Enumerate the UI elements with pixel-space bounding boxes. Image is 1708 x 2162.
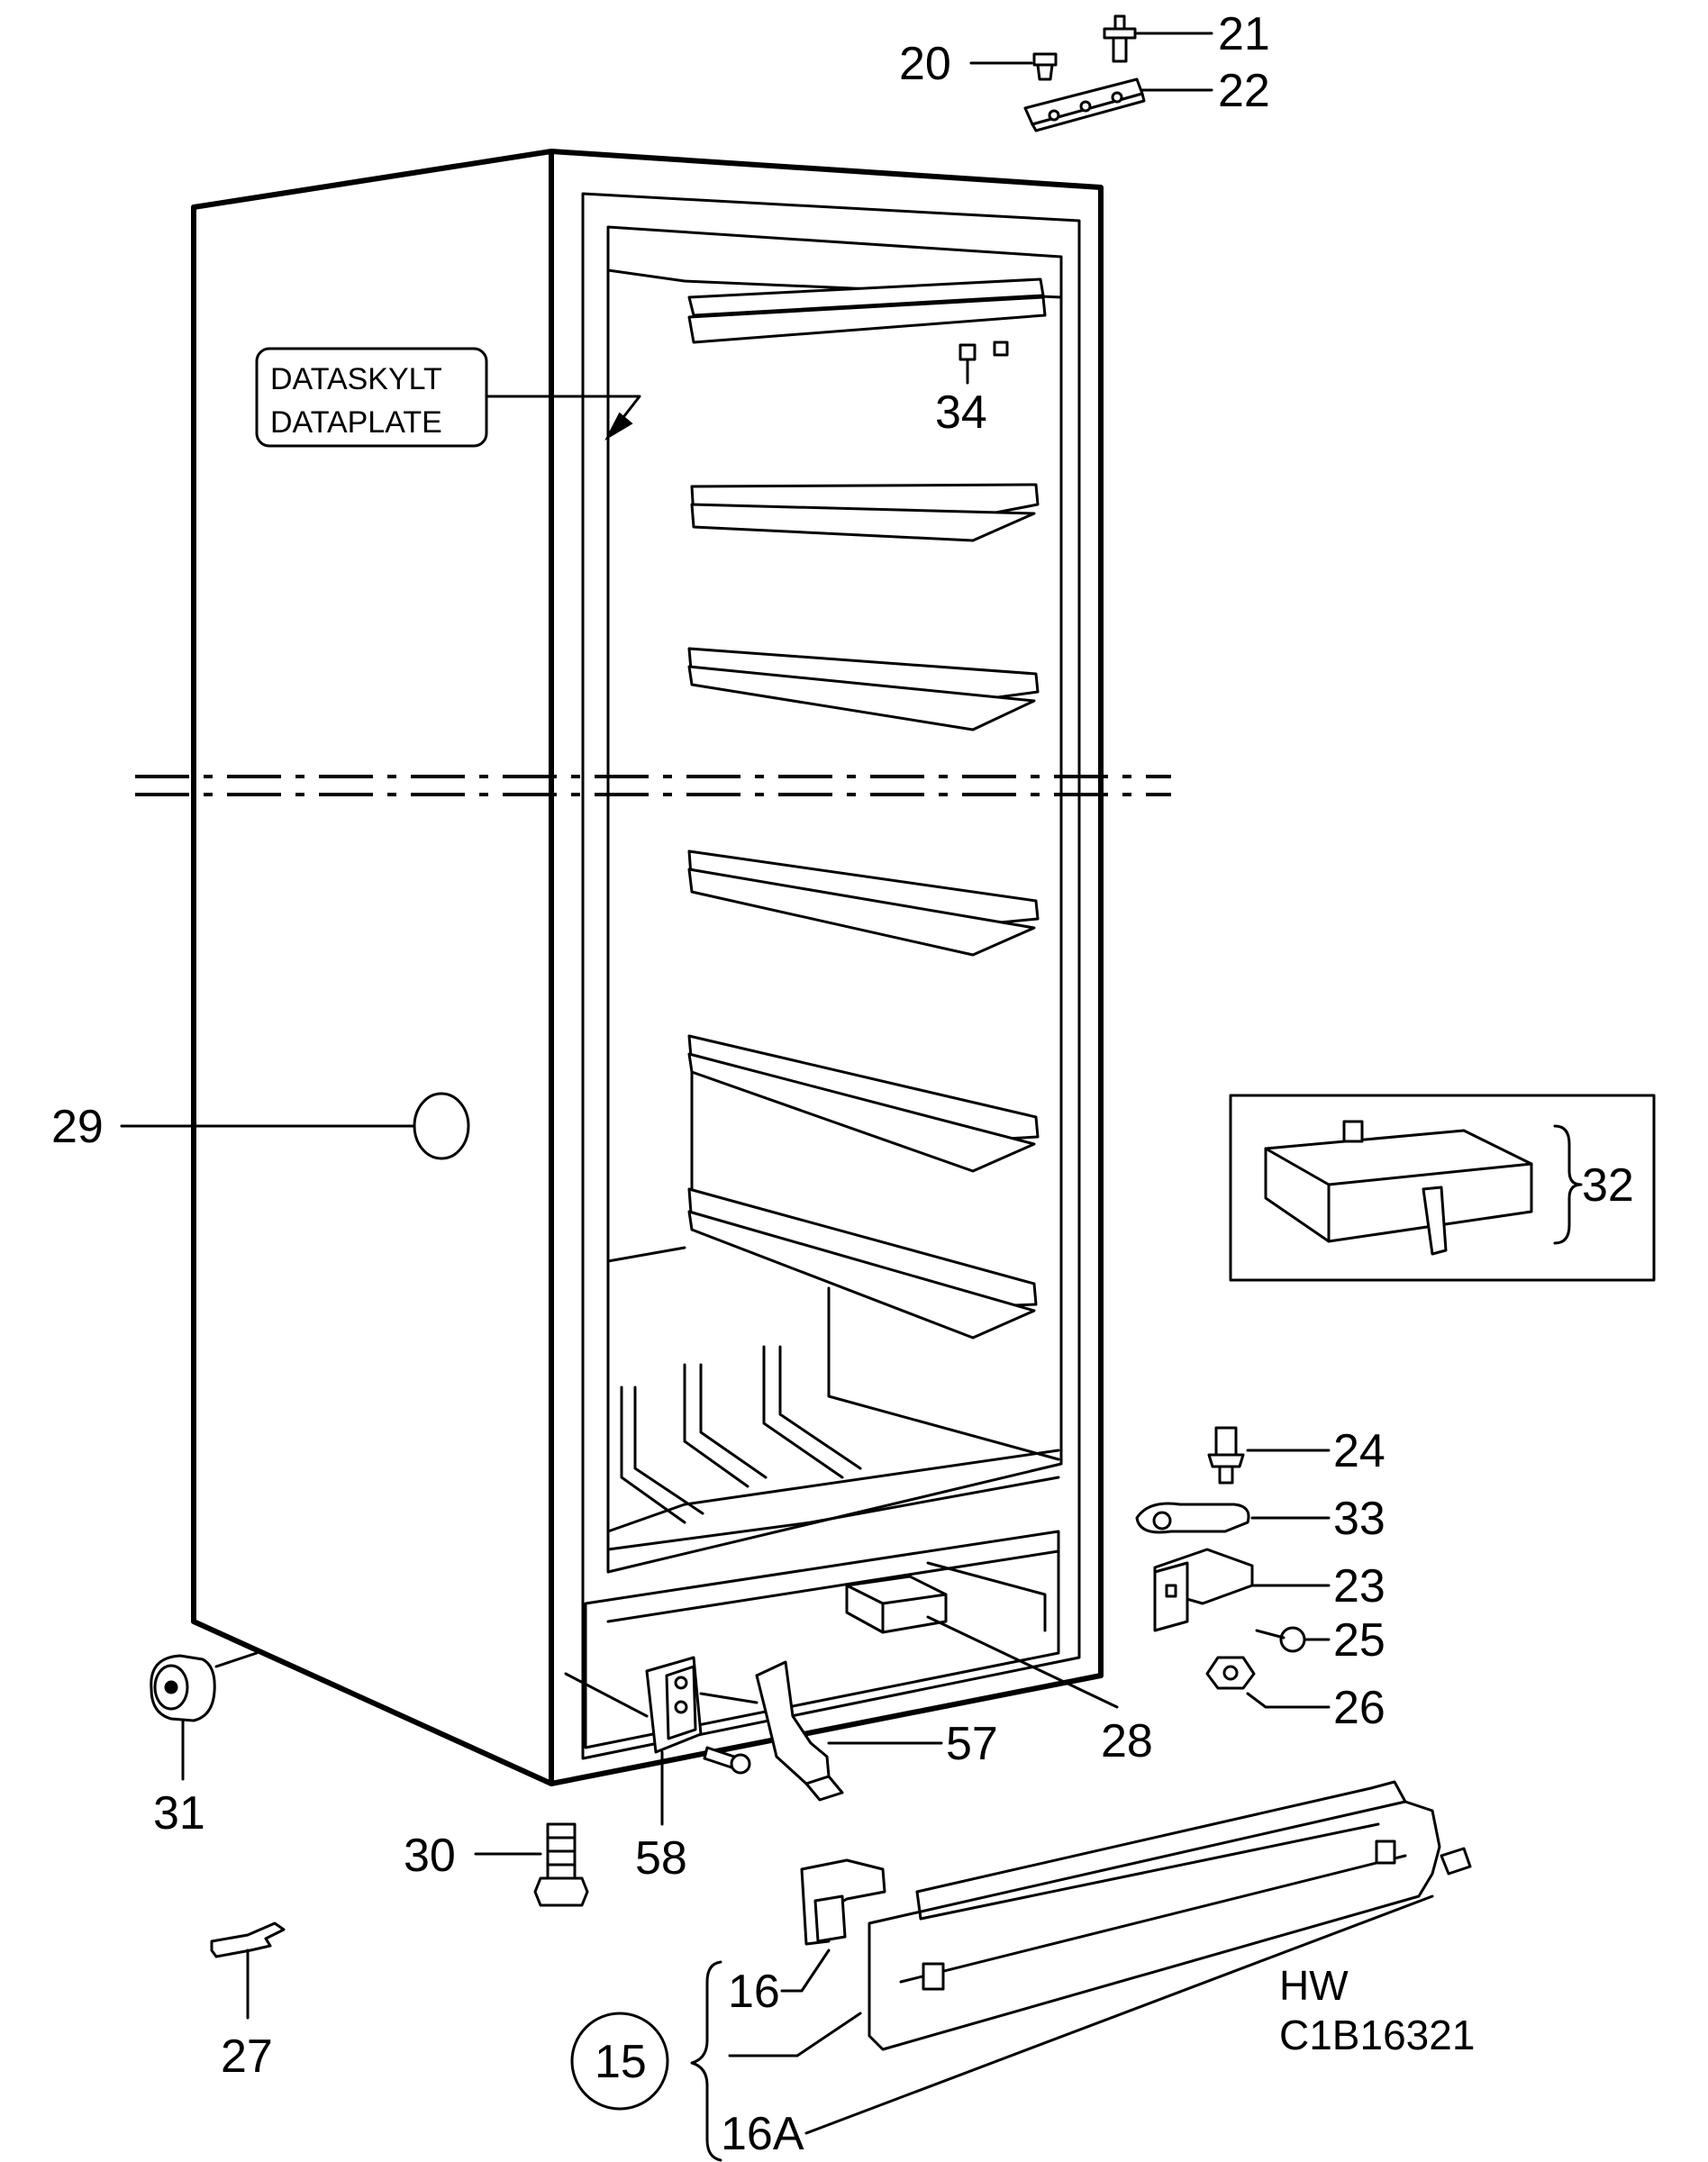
callout-16a: 16A [721, 2108, 804, 2160]
shelf-rails [606, 277, 1060, 1551]
callout-34: 34 [935, 386, 987, 439]
drawing-code-line1: HW [1279, 1962, 1349, 2009]
drawing-code: HW C1B16321 [1279, 1962, 1475, 2058]
dataplate-label: DATASKYLT DATAPLATE [255, 347, 641, 448]
callout-32: 32 [1582, 1159, 1634, 1212]
callout-27: 27 [221, 2030, 273, 2083]
callout-57: 57 [946, 1718, 998, 1770]
callout-30: 30 [404, 1830, 456, 1882]
part-27: 27 [210, 1921, 286, 2083]
break-line [135, 775, 1171, 796]
dataplate-line2: DATAPLATE [270, 405, 442, 440]
part-25: 25 [1255, 1614, 1385, 1667]
drawing-code-line2: C1B16321 [1279, 2012, 1475, 2058]
dataplate-line1: DATASKYLT [270, 362, 442, 396]
part-20: 20 [899, 38, 1058, 90]
part-26: 26 [1205, 1656, 1385, 1734]
part-32: 32 [1229, 1094, 1656, 1282]
part-23: 23 [1153, 1548, 1385, 1632]
cabinet-body [191, 149, 1104, 1786]
part-15-plinth [868, 1780, 1472, 2051]
part-21: 21 [1103, 8, 1270, 63]
part-34: 34 [935, 341, 1009, 439]
part-15-group: 15 16A [570, 1894, 1434, 2162]
callout-28: 28 [1101, 1715, 1153, 1767]
callout-23: 23 [1333, 1560, 1385, 1612]
part-28: 28 [845, 1575, 1153, 1767]
part-31: 31 [150, 1651, 259, 1840]
callout-22: 22 [1218, 65, 1270, 117]
part-29: 29 [51, 1092, 470, 1160]
callout-15: 15 [595, 2036, 647, 2088]
callout-33: 33 [1333, 1493, 1385, 1545]
part-16: 16 [728, 1858, 886, 2018]
callout-24: 24 [1333, 1425, 1385, 1477]
callout-16: 16 [728, 1966, 780, 2018]
callout-26: 26 [1333, 1682, 1385, 1734]
part-57: 57 [755, 1660, 998, 1802]
part-24: 24 [1207, 1425, 1385, 1485]
part-33: 33 [1135, 1493, 1385, 1545]
callout-21: 21 [1218, 8, 1270, 60]
callout-31: 31 [153, 1787, 205, 1840]
part-58: 58 [564, 1656, 759, 1885]
callout-29: 29 [51, 1101, 104, 1153]
callout-25: 25 [1333, 1614, 1385, 1667]
callout-20: 20 [899, 38, 951, 90]
part-30: 30 [404, 1822, 589, 1907]
callout-58: 58 [635, 1832, 687, 1885]
part-22: 22 [1023, 65, 1270, 132]
